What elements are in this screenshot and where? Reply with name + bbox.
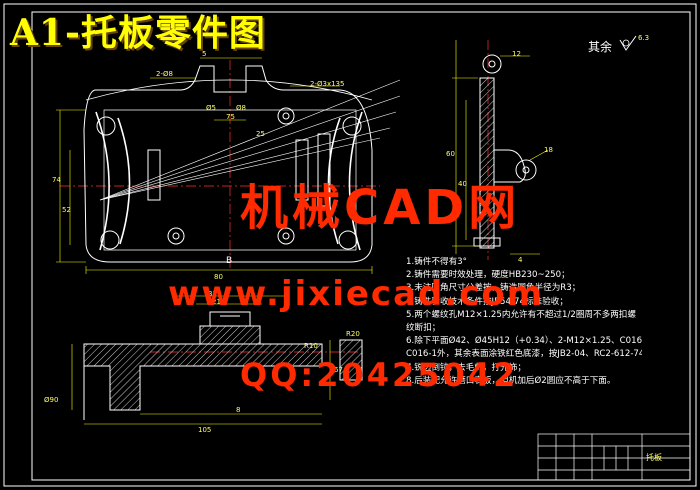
dim-label: Ø8	[236, 104, 246, 112]
dim-label: 18	[544, 146, 553, 154]
title-block-part-name: 托板	[646, 453, 662, 462]
dim-label: 210	[212, 298, 226, 306]
note-line: C016-1外，其余表面涂铁红色底漆，按JB2-04、RC2-612-74；	[406, 349, 642, 360]
dim-label: 8	[236, 406, 241, 414]
roughness-symbol-icon	[619, 35, 637, 51]
watermark-url: www.jixiecad.com	[168, 274, 545, 314]
dim-label: 33	[208, 290, 217, 298]
note-line: 8.后装配允许磨口表板，但机加后Ø2圆应不高于下面。	[406, 375, 616, 386]
dim-label: 4	[518, 256, 523, 264]
dim-label: 25	[256, 130, 265, 138]
roughness-label: 其余	[588, 40, 613, 54]
dim-label: 80	[214, 273, 223, 281]
dim-label: 2-Ø3x135	[310, 80, 345, 88]
watermark-brand: 机械CAD网	[240, 180, 521, 236]
note-line: 2.铸件需要时效处理，硬度HB230~250；	[406, 270, 570, 281]
dim-label: 5	[202, 50, 207, 58]
dim-label: Ø90	[44, 396, 59, 404]
note-line: 4.铸件验收技术条件按JB54-74标准验收；	[406, 296, 568, 307]
roughness-value: 6.3	[638, 34, 650, 42]
dim-label: 52	[62, 206, 71, 214]
note-line: 1.铸件不得有3°	[406, 257, 467, 267]
note-line: 3.未注圆角尺寸公差按，铸造圆角半径为R3；	[406, 283, 581, 294]
dim-label: R20	[346, 330, 360, 338]
front-view-dimensions	[56, 57, 373, 274]
dim-label: R10	[304, 342, 318, 350]
note-line: 6.除下平面Ø42、Ø45H12（+0.34）、2-M12×1.25、C016-…	[406, 336, 642, 347]
watermark-qq: QQ:20425042	[240, 356, 519, 394]
dim-label: Ø5	[206, 104, 216, 112]
dim-label: 74	[52, 176, 61, 184]
note-line: 7.锐边倒钝，去毛刺，打光饰；	[406, 362, 526, 373]
dim-label: 60	[446, 150, 455, 158]
dim-label: 105	[198, 426, 212, 434]
dim-label: 2-Ø8	[156, 70, 173, 78]
dim-label: 67	[334, 366, 343, 374]
side-view	[473, 40, 537, 260]
note-line: 纹断扣；	[406, 323, 441, 334]
drawing-title: A1-托板零件图	[10, 12, 266, 54]
front-view	[60, 60, 401, 270]
title-block	[537, 433, 691, 481]
dim-label: 12	[512, 50, 521, 58]
technical-notes: 1.铸件不得有3° 2.铸件需要时效处理，硬度HB230~250； 3.未注圆角…	[406, 256, 642, 388]
side-view-dimensions	[452, 40, 549, 255]
section-view	[83, 311, 363, 420]
dim-label: 75	[226, 113, 235, 121]
note-line: 5.两个螺纹孔M12×1.25内允许有不超过1/2圈周不多两扣螺	[406, 309, 636, 320]
outer-frame	[3, 3, 697, 487]
section-label: B	[226, 256, 233, 266]
inner-frame	[31, 11, 691, 481]
dim-label: 40	[458, 180, 467, 188]
section-view-dimensions	[71, 295, 331, 425]
